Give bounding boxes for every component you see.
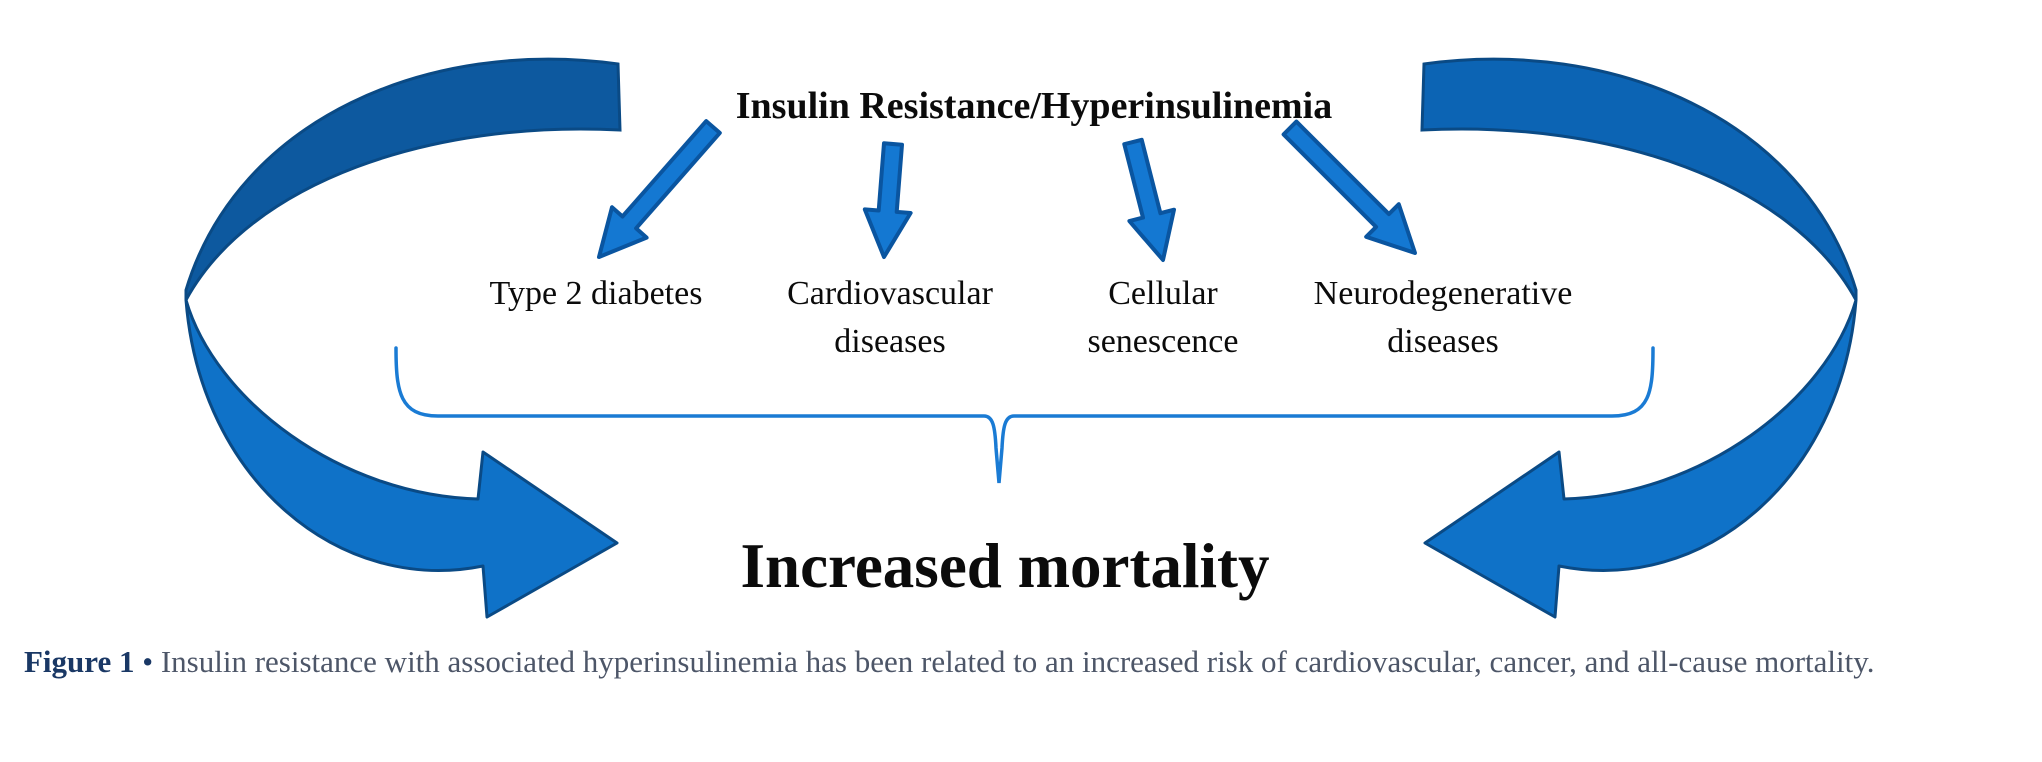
down-arrow-cardiovascular-icon [862,141,913,259]
diagram-graphics [184,57,1858,619]
down-arrow-type2-diabetes-icon [597,119,722,259]
left-cycle-ribbon-top [184,57,622,301]
down-arrow-neurodegenerative-icon [1281,119,1417,255]
figure-caption: Figure 1 • Insulin resistance with assoc… [24,636,1974,688]
outcome-type-2-diabetes: Type 2 diabetes [489,275,703,312]
diagram-title: Insulin Resistance/Hyperinsulinemia [735,85,1333,127]
down-arrow-cellular-senescence-icon [1122,137,1176,262]
right-cycle-ribbon-top [1420,57,1858,301]
outcome-cardiovascular-diseases: Cardiovascular diseases [787,275,993,360]
brace-icon [394,346,1655,484]
right-cycle-arrow [1423,298,1858,619]
outcome-cellular-senescence: Cellular senescence [1087,275,1239,360]
diagram-result: Increased mortality [740,531,1270,601]
outcome-neurodegenerative-diseases: Neurodegenerative diseases [1313,275,1573,360]
figure-caption-bullet-icon: • [142,644,154,679]
figure-caption-text: Insulin resistance with associated hyper… [160,644,1875,679]
figure-caption-label: Figure 1 [24,644,135,679]
left-cycle-arrow [184,298,619,619]
